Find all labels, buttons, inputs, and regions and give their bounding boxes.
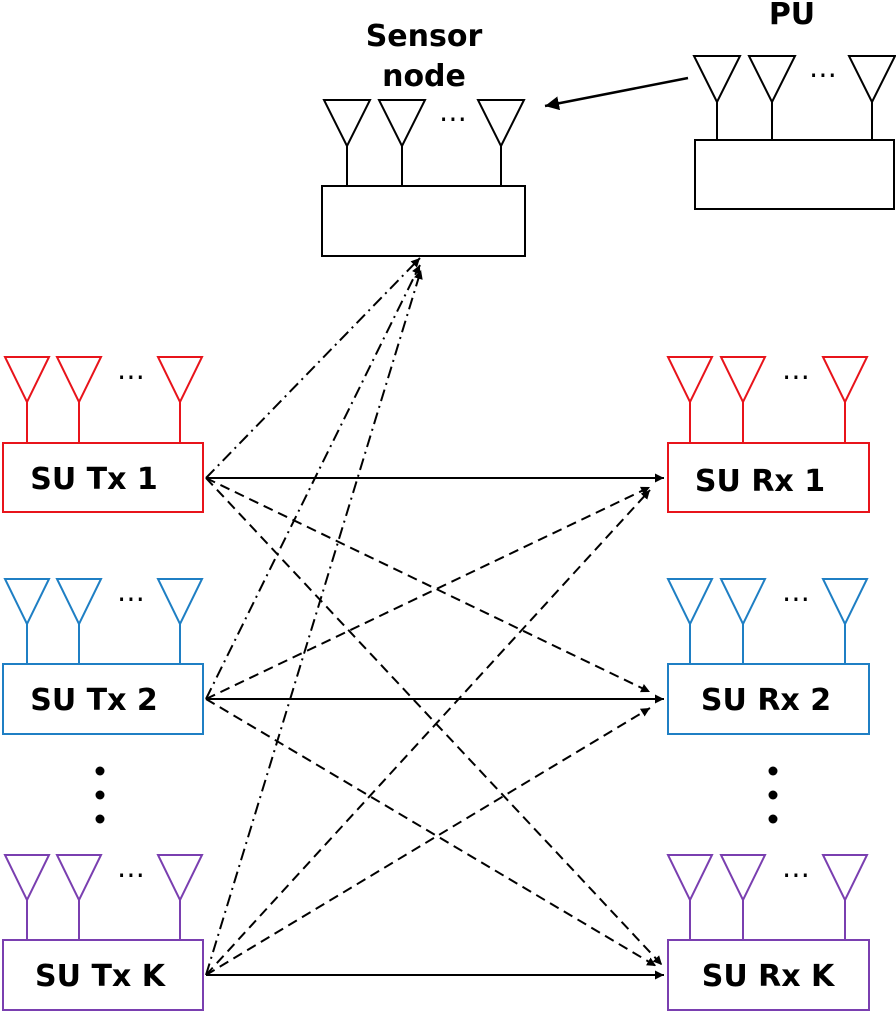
antenna-icon [821, 356, 869, 443]
antenna-icon [3, 356, 51, 443]
antenna-icon [821, 854, 869, 940]
antenna-icon [666, 578, 714, 664]
sensor-label-line2: node [382, 59, 466, 94]
antenna-icon [476, 99, 526, 186]
cross-link-k-2 [205, 707, 651, 976]
su-rx-k [666, 854, 870, 1011]
su-rx-2 [666, 578, 870, 735]
antenna-icon [3, 854, 51, 940]
sensor-link-2 [205, 264, 421, 700]
cross-link-2-k [205, 698, 657, 967]
cross-link-2-1 [205, 486, 651, 700]
antenna-icon [55, 578, 103, 664]
su-rx-k-label: SU Rx K [702, 959, 836, 994]
antenna-icon [821, 578, 869, 664]
antenna-icon [55, 854, 103, 940]
su-rx-k-box [667, 939, 870, 1011]
su-tx-2-box [2, 663, 204, 735]
su-rx-1-box [667, 442, 870, 513]
antenna-icon [692, 55, 742, 140]
sensor-link-k [205, 269, 423, 976]
antenna-icon [156, 356, 204, 443]
su-rx-2-label: SU Rx 2 [701, 683, 831, 718]
pu-label: PU [769, 0, 815, 32]
antenna-icon [719, 356, 767, 443]
su-rx-1-label: SU Rx 1 [695, 464, 825, 499]
su-tx-1-box [2, 442, 204, 513]
antenna-icon [666, 356, 714, 443]
pu-ellipsis: ⋯ [809, 58, 837, 91]
antenna-icon [747, 55, 797, 140]
antenna-icon [3, 578, 51, 664]
antenna-icon [719, 578, 767, 664]
cross-link-k-1 [205, 489, 651, 976]
sensor-box [321, 185, 526, 257]
su-tx-2 [2, 578, 204, 735]
su-tx-2-label: SU Tx 2 [30, 683, 158, 718]
cross-link-1-2 [205, 477, 651, 693]
su-tx-2-ellipsis: ⋯ [117, 582, 145, 615]
antenna-icon [377, 99, 427, 186]
sensor-link-1 [205, 257, 421, 479]
su-rx-k-ellipsis: ⋯ [782, 858, 810, 891]
pu-box [694, 139, 895, 210]
su-tx-k-box [2, 939, 204, 1011]
sensor-antenna-array [322, 99, 526, 186]
sensor-node: Sensor node ⋯ [321, 19, 526, 257]
su-tx-1-label: SU Tx 1 [30, 462, 158, 497]
antenna-icon [156, 578, 204, 664]
su-tx-1-ellipsis: ⋯ [117, 360, 145, 393]
antenna-icon [666, 854, 714, 940]
pu-node: PU ⋯ [692, 0, 896, 210]
rx-vertical-ellipsis [768, 766, 778, 824]
su-tx-1 [2, 356, 204, 513]
su-rx-1-ellipsis: ⋯ [782, 360, 810, 393]
su-tx-k-label: SU Tx K [35, 959, 167, 994]
tx-vertical-ellipsis [95, 766, 105, 824]
pu-to-sensor-arrow [544, 76, 689, 111]
link-layer [205, 257, 664, 980]
su-tx-k-ellipsis: ⋯ [117, 858, 145, 891]
su-tx-k [2, 854, 204, 1011]
cross-link-1-k [205, 477, 663, 966]
sensor-label-line1: Sensor [366, 19, 483, 54]
sensor-ellipsis: ⋯ [439, 102, 467, 135]
antenna-icon [719, 854, 767, 940]
pu-antenna-array [692, 55, 896, 140]
antenna-icon [55, 356, 103, 443]
antenna-icon [322, 99, 372, 186]
su-rx-1 [666, 356, 870, 513]
antenna-icon [156, 854, 204, 940]
su-rx-2-box [667, 663, 870, 735]
su-rx-2-ellipsis: ⋯ [782, 582, 810, 615]
antenna-icon [847, 55, 896, 140]
